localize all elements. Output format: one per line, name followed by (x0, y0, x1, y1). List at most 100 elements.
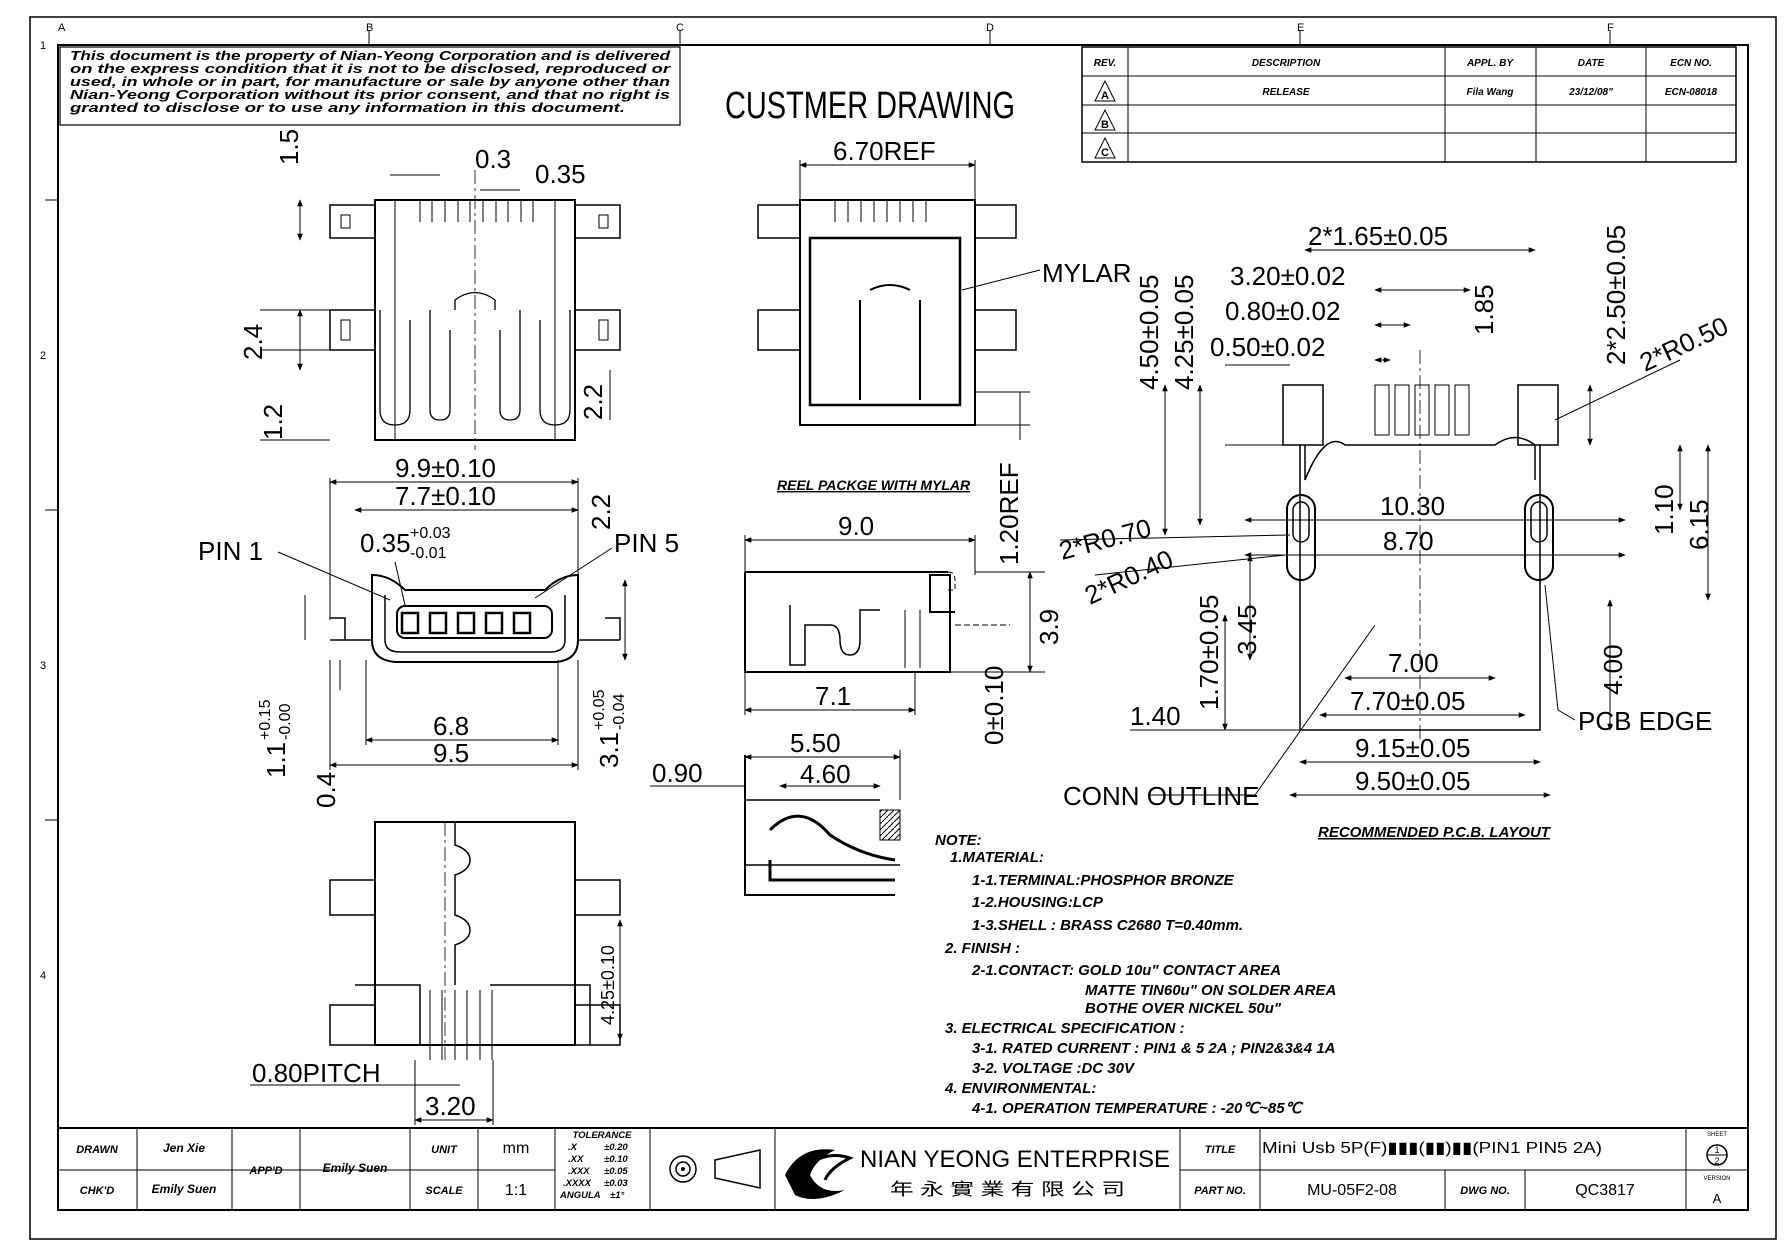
dim-6-8: 6.8 (433, 711, 469, 741)
side-view: 9.0 3.9 7.1 0±0.10 (744, 511, 1064, 745)
dim-7-70: 7.70±0.05 (1350, 686, 1465, 716)
tol-val: ±1° (610, 1190, 624, 1201)
dim-2x2-50: 2*2.50±0.05 (1601, 225, 1631, 365)
notice-line: Nian-Yeong Corporation without its prior… (70, 88, 670, 102)
zone-col-c: C (676, 22, 684, 34)
zone-markers-left: 1 2 3 4 (40, 40, 58, 982)
version-label: VERSION (1703, 1176, 1730, 1182)
notice-line: This document is the property of Nian-Ye… (70, 49, 670, 63)
dim-0-50-pcb: 0.50±0.02 (1210, 332, 1325, 362)
zone-col-d: D (986, 22, 994, 34)
profile-view: 5.50 4.60 0.90 (650, 728, 901, 896)
drawing-title: CUSTMER DRAWING (725, 85, 1015, 127)
note-line: MATTE TIN60u" ON SOLDER AREA (1085, 982, 1336, 999)
dim-0-35-front: 0.35 (360, 528, 411, 558)
note-line: 1-1.TERMINAL:PHOSPHOR BRONZE (972, 872, 1235, 889)
dim-3-20-bottom: 3.20 (425, 1091, 476, 1121)
note-line: 3-2. VOLTAGE :DC 30V (972, 1060, 1136, 1077)
note-line: 1-2.HOUSING:LCP (972, 894, 1104, 911)
dim-1-1: 1.1 (261, 742, 291, 778)
tol-key: .XXXX (563, 1178, 592, 1189)
title-value: Mini Usb 5P(F)▮▮▮(▮▮)▮▮(PIN1 PIN5 2A) (1262, 1140, 1602, 1157)
zone-markers-top: A B C D E F (58, 22, 1614, 45)
rev-c-label: C (1101, 147, 1109, 159)
title-block: DRAWN CHK'D APP'D UNIT SCALE TITLE PART … (57, 1127, 1749, 1211)
appd-value: Emily Suen (323, 1161, 388, 1175)
dim-10-30: 10.30 (1380, 491, 1445, 521)
dim-3-9: 3.9 (1034, 609, 1064, 645)
zone-row-4: 4 (40, 970, 46, 982)
dim-0-90: 0.90 (652, 758, 703, 788)
rev-a-date: 23/12/08" (1568, 87, 1613, 98)
tol-val: ±0.03 (604, 1178, 628, 1189)
dim-9-0: 9.0 (838, 511, 874, 541)
reel-view: 6.70REF MYLAR 1.20REF REEL PACKGE WITH M… (757, 136, 1132, 565)
sheet-total: 2 (1714, 1156, 1719, 1166)
revision-table: REV. DESCRIPTION APPL. BY DATE ECN NO. R… (1081, 46, 1737, 163)
zone-col-e: E (1297, 22, 1304, 34)
dim-1-40: 1.40 (1130, 701, 1181, 731)
appl-by-header: APPL. BY (1466, 58, 1514, 69)
rev-a-label: A (1101, 90, 1109, 102)
dim-4-60: 4.60 (800, 759, 851, 789)
dim-1-85: 1.85 (1469, 284, 1499, 335)
title-label: TITLE (1205, 1144, 1236, 1156)
dim-9-15: 9.15±0.05 (1355, 733, 1470, 763)
pcb-edge-label: PCB EDGE (1578, 706, 1712, 736)
company-name-cn: 年 永 實 業 有 限 公 司 (890, 1180, 1125, 1199)
ecn-header: ECN NO. (1670, 58, 1712, 69)
note-line: 4. ENVIRONMENTAL: (944, 1080, 1096, 1097)
dim-7-00: 7.00 (1388, 648, 1439, 678)
proprietary-notice: This document is the property of Nian-Ye… (59, 46, 681, 126)
sheet-label: SHEET (1707, 1132, 1727, 1138)
pcb-layout: 2*1.65±0.05 3.20±0.02 0.80±0.02 0.50±0.0… (1056, 221, 1733, 841)
note-line: NOTE: (935, 832, 982, 849)
zone-col-a: A (58, 22, 66, 34)
pin1-label: PIN 1 (198, 536, 263, 566)
dim-6-70ref: 6.70REF (833, 136, 936, 166)
notice-line: used, in whole or in part, for manufactu… (70, 75, 671, 89)
tol-key: .XX (568, 1154, 584, 1165)
tol-0-35-minus: -0.01 (410, 545, 447, 562)
description-header: DESCRIPTION (1252, 58, 1321, 69)
dim-1-70: 1.70±0.05 (1194, 595, 1224, 710)
dim-2-4: 2.4 (238, 324, 268, 360)
dim-2-2-front: 2.2 (586, 494, 616, 530)
company-logo-icon (785, 1149, 854, 1199)
notes: NOTE: 1.MATERIAL: 1-1.TERMINAL:PHOSPHOR … (935, 832, 1336, 1117)
top-view: 1.5 0.3 0.35 2.4 1.2 2.2 (238, 129, 621, 450)
note-line: BOTHE OVER NICKEL 50u" (1085, 1000, 1282, 1017)
dim-7-7: 7.7±0.10 (395, 481, 496, 511)
conn-outline-label: CONN OUTLINE (1063, 781, 1259, 811)
dim-5-50: 5.50 (790, 728, 841, 758)
reel-caption: REEL PACKGE WITH MYLAR (777, 477, 971, 493)
rev-a-appl-by: Fila Wang (1466, 87, 1513, 98)
tol-3-1-minus: -0.04 (611, 693, 628, 730)
outer-border (29, 16, 1777, 1240)
dim-9-50: 9.50±0.05 (1355, 766, 1470, 796)
note-line: 2-1.CONTACT: GOLD 10u" CONTACT AREA (971, 962, 1281, 979)
tol-key: .XXX (568, 1166, 590, 1177)
scale-label: SCALE (425, 1185, 463, 1197)
front-view: 9.9±0.10 7.7±0.10 0.35 PIN 1 PIN 5 2.2 6… (198, 453, 679, 808)
dim-1-2: 1.2 (258, 404, 288, 440)
note-line: 3. ELECTRICAL SPECIFICATION : (945, 1020, 1184, 1037)
date-header: DATE (1578, 58, 1605, 69)
zone-col-b: B (366, 22, 373, 34)
note-line: 3-1. RATED CURRENT : PIN1 & 5 2A ; PIN2&… (972, 1040, 1335, 1057)
dim-1-5: 1.5 (274, 129, 304, 165)
note-line: 1.MATERIAL: (950, 849, 1044, 866)
bottom-view: 0.80PITCH 3.20 4.25±0.10 (250, 821, 623, 1125)
dim-0-4: 0.4 (311, 772, 341, 808)
dim-0-35: 0.35 (535, 159, 586, 189)
notice-line: on the express condition that it is not … (70, 62, 672, 76)
rev-b-label: B (1101, 119, 1109, 131)
note-line: 1-3.SHELL : BRASS C2680 T=0.40mm. (972, 917, 1243, 934)
tolerance-title: TOLERANCE (573, 1130, 633, 1141)
pcb-caption: RECOMMENDED P.C.B. LAYOUT (1318, 824, 1552, 841)
unit-value: mm (503, 1140, 530, 1157)
unit-label: UNIT (431, 1144, 458, 1156)
tol-1-1-minus: -0.00 (277, 703, 294, 740)
tol-1-1-plus: +0.15 (257, 699, 274, 740)
note-line: 4-1. OPERATION TEMPERATURE : -20℃~85℃ (971, 1100, 1304, 1117)
